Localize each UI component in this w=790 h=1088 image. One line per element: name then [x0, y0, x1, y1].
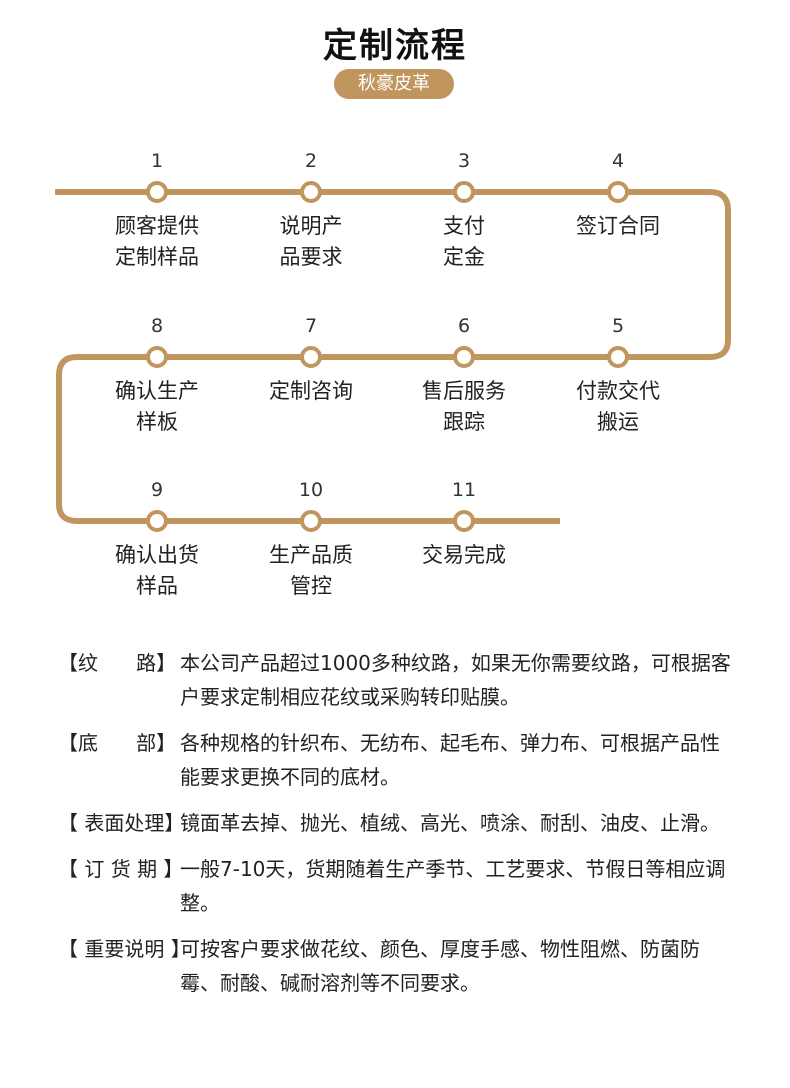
step-label-line1: 签订合同	[576, 214, 660, 238]
step-number: 6	[457, 315, 471, 337]
step-label-line1: 售后服务	[422, 379, 506, 403]
step-number: 9	[150, 479, 164, 501]
note-text: 可按客户要求做花纹、颜色、厚度手感、物性阻燃、防菌防霉、耐酸、碱耐溶剂等不同要求…	[180, 937, 700, 995]
note-surface-treatment: 【 表面处理】 镜面革去掉、抛光、植绒、高光、喷涂、耐刮、油皮、止滑。	[58, 806, 738, 840]
step-number: 5	[611, 315, 625, 337]
step-label: 售后服务跟踪	[389, 376, 539, 438]
step-label: 顾客提供定制样品	[82, 211, 232, 273]
note-key: 【纹 路】	[58, 651, 177, 675]
step-number: 3	[457, 150, 471, 172]
step-node-1	[146, 181, 168, 203]
step-number: 11	[451, 479, 477, 501]
step-label-line1: 确认生产	[115, 379, 199, 403]
step-label: 交易完成	[389, 540, 539, 571]
step-number: 2	[304, 150, 318, 172]
step-number: 8	[150, 315, 164, 337]
step-label-line1: 顾客提供	[115, 214, 199, 238]
step-label-line1: 确认出货	[115, 543, 199, 567]
note-key: 【 订 货 期 】	[58, 857, 184, 881]
step-label-line1: 支付	[443, 214, 485, 238]
step-label-line1: 生产品质	[269, 543, 353, 567]
note-text: 镜面革去掉、抛光、植绒、高光、喷涂、耐刮、油皮、止滑。	[180, 811, 720, 835]
step-label-line1: 说明产	[279, 214, 343, 238]
step-label: 定制咨询	[236, 376, 386, 407]
step-label: 确认生产样板	[82, 376, 232, 438]
step-label: 签订合同	[543, 211, 693, 242]
step-label-line2: 搬运	[597, 410, 639, 434]
step-label-line2: 管控	[290, 574, 332, 598]
step-label-line1: 定制咨询	[269, 379, 353, 403]
step-node-10	[300, 510, 322, 532]
step-number: 1	[150, 150, 164, 172]
note-backing: 【底 部】 各种规格的针织布、无纺布、起毛布、弹力布、可根据产品性能要求更换不同…	[58, 726, 738, 794]
note-text: 本公司产品超过1000多种纹路，如果无你需要纹路，可根据客户要求定制相应花纹或采…	[180, 651, 731, 709]
note-key: 【 重要说明 】	[58, 937, 191, 961]
step-label: 付款交代搬运	[543, 376, 693, 438]
step-label-line2: 跟踪	[443, 410, 485, 434]
step-label-line2: 样板	[136, 410, 178, 434]
step-node-6	[453, 346, 475, 368]
step-number: 4	[611, 150, 625, 172]
note-lead-time: 【 订 货 期 】 一般7-10天，货期随着生产季节、工艺要求、节假日等相应调整…	[58, 852, 738, 920]
note-text: 各种规格的针织布、无纺布、起毛布、弹力布、可根据产品性能要求更换不同的底材。	[180, 731, 720, 789]
note-text: 一般7-10天，货期随着生产季节、工艺要求、节假日等相应调整。	[180, 857, 726, 915]
step-label: 说明产品要求	[236, 211, 386, 273]
step-node-5	[607, 346, 629, 368]
step-label-line1: 付款交代	[576, 379, 660, 403]
step-label: 生产品质管控	[236, 540, 386, 602]
step-node-8	[146, 346, 168, 368]
step-node-2	[300, 181, 322, 203]
flow-line	[55, 189, 731, 524]
step-label-line1: 交易完成	[422, 543, 506, 567]
page-title: 定制流程	[323, 26, 467, 66]
note-key: 【底 部】	[58, 731, 177, 755]
step-node-3	[453, 181, 475, 203]
step-number: 7	[304, 315, 318, 337]
step-label-line2: 样品	[136, 574, 178, 598]
step-label-line2: 品要求	[279, 245, 343, 269]
step-label-line2: 定制样品	[115, 245, 199, 269]
note-key: 【 表面处理】	[58, 811, 185, 835]
step-node-4	[607, 181, 629, 203]
note-important: 【 重要说明 】 可按客户要求做花纹、颜色、厚度手感、物性阻燃、防菌防霉、耐酸、…	[58, 932, 738, 1000]
note-texture: 【纹 路】 本公司产品超过1000多种纹路，如果无你需要纹路，可根据客户要求定制…	[58, 646, 738, 714]
brand-badge: 秋豪皮革	[334, 69, 454, 99]
step-node-11	[453, 510, 475, 532]
step-node-7	[300, 346, 322, 368]
step-number: 10	[298, 479, 324, 501]
process-flow-path	[55, 181, 731, 532]
step-label: 支付定金	[389, 211, 539, 273]
notes-section: 【纹 路】 本公司产品超过1000多种纹路，如果无你需要纹路，可根据客户要求定制…	[58, 646, 738, 1012]
step-node-9	[146, 510, 168, 532]
step-label: 确认出货样品	[82, 540, 232, 602]
step-label-line2: 定金	[443, 245, 485, 269]
